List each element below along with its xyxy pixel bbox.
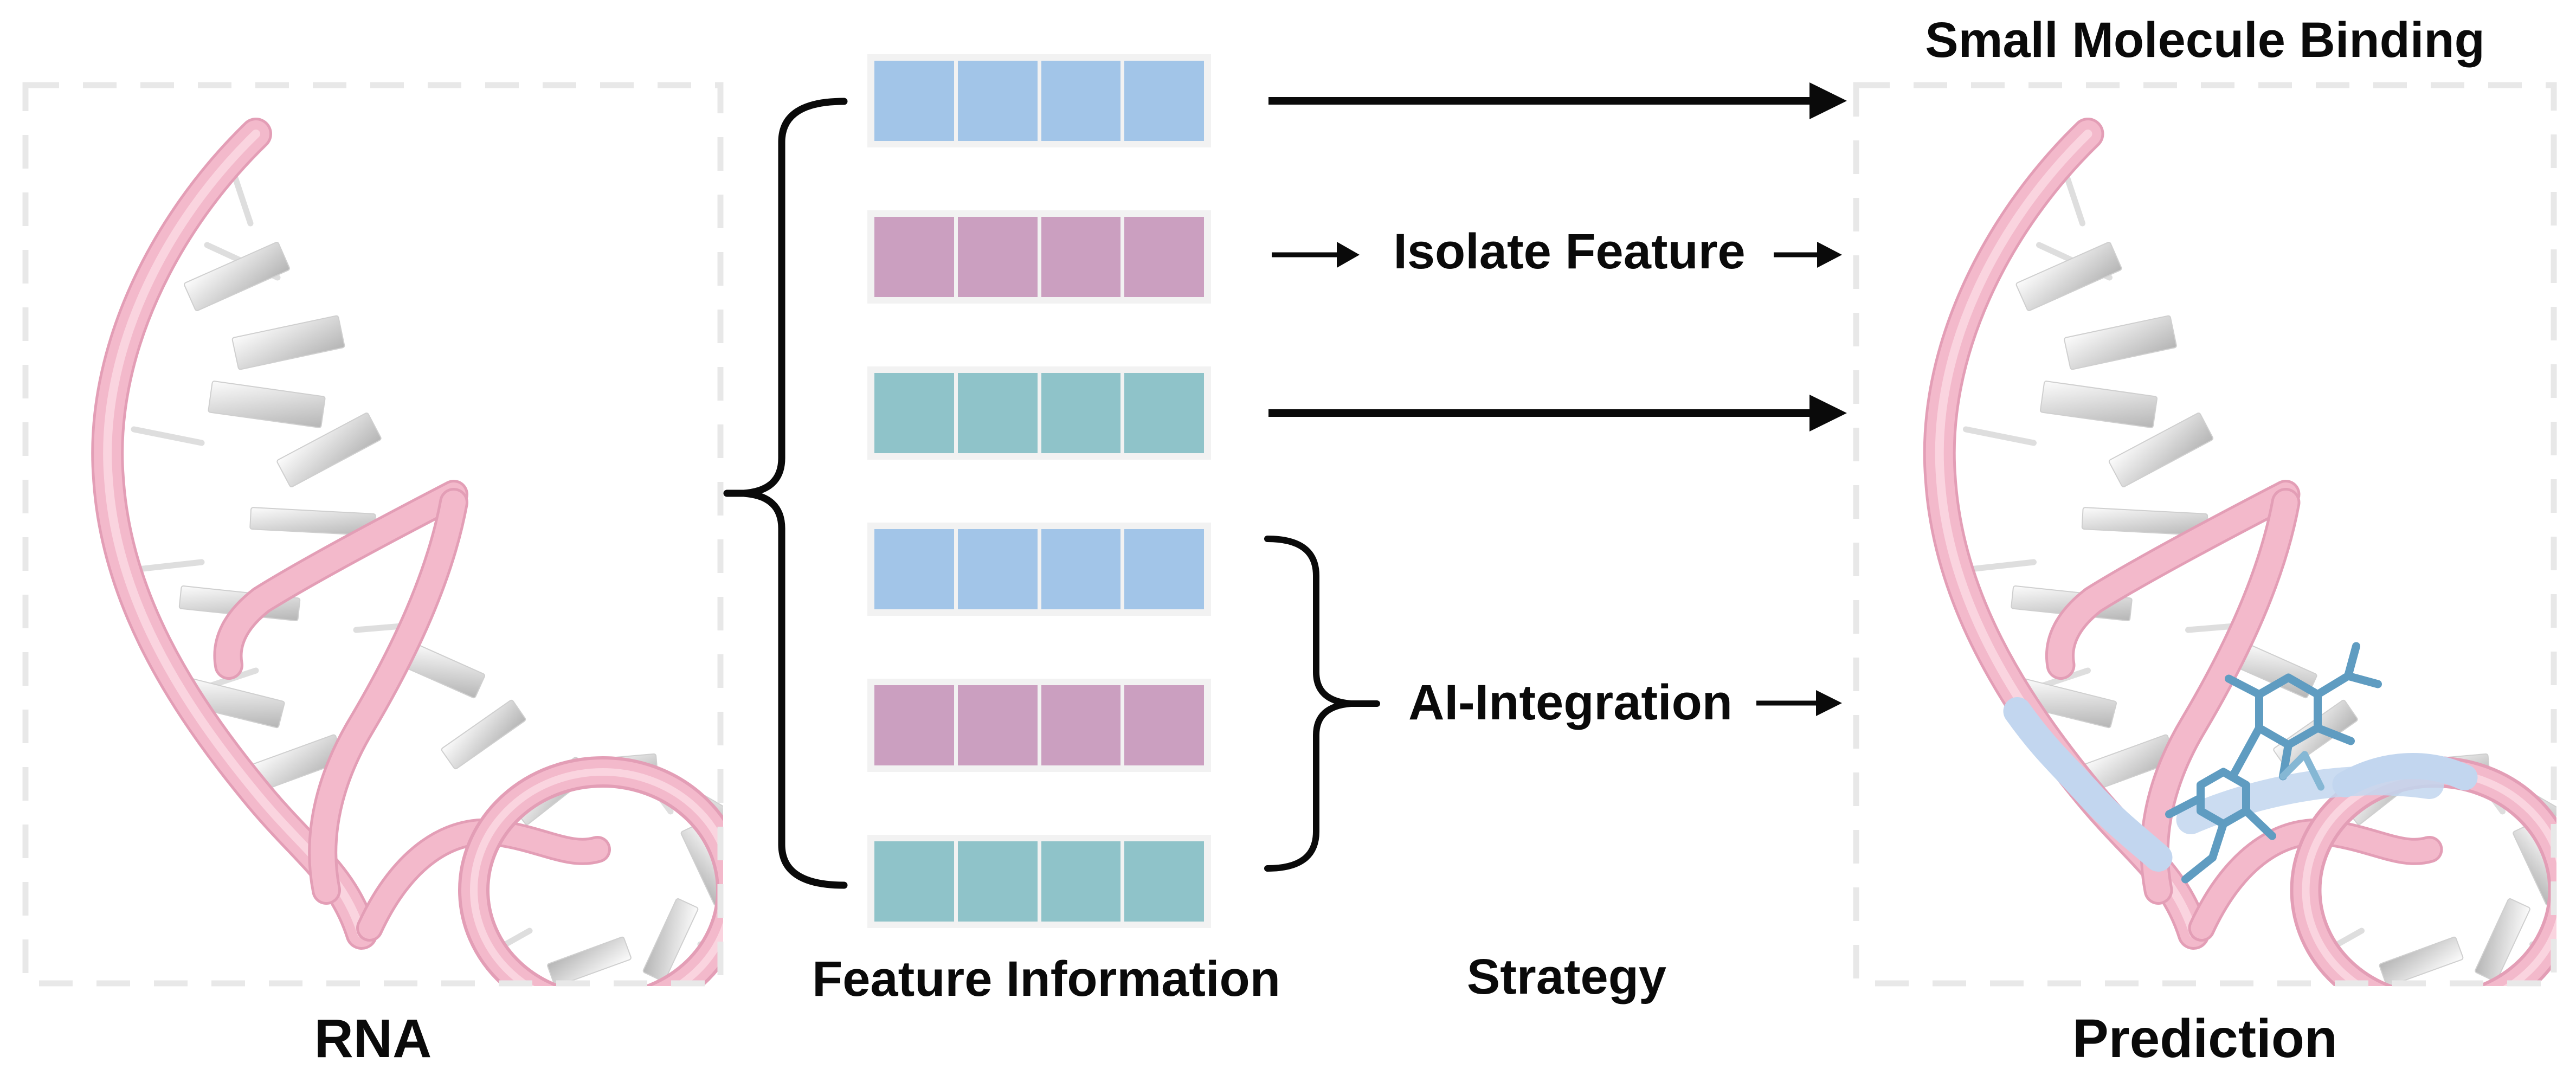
feature-cell bbox=[1041, 217, 1121, 297]
feature-cell bbox=[1124, 685, 1204, 765]
prediction-panel-caption: Prediction bbox=[2072, 1008, 2337, 1069]
feature-cell bbox=[957, 61, 1038, 141]
feature-cell bbox=[1124, 61, 1204, 141]
feature-cell bbox=[1124, 841, 1204, 922]
prediction-panel-dashed-border bbox=[1853, 82, 2557, 987]
rna-panel-caption: RNA bbox=[314, 1008, 432, 1069]
rna-panel-dashed-border bbox=[22, 82, 724, 987]
binding-site-ribbon bbox=[2003, 697, 2478, 872]
arrow-row1-to-prediction bbox=[1268, 82, 1847, 119]
feature-cell bbox=[1041, 685, 1121, 765]
feature-cell bbox=[874, 685, 954, 765]
prediction-structure-image bbox=[1853, 82, 2556, 986]
feature-cell bbox=[1041, 529, 1121, 609]
ligand-back-sticks bbox=[2279, 751, 2324, 791]
arrow-isolate-to-prediction bbox=[1774, 242, 1842, 268]
integration-group-brace bbox=[1264, 536, 1380, 872]
feature-row-3-teal bbox=[867, 366, 1211, 460]
feature-row-1-blue bbox=[867, 54, 1211, 147]
feature-row-6-teal bbox=[867, 835, 1211, 928]
arrow-row2-to-isolate bbox=[1272, 242, 1360, 268]
feature-group-brace bbox=[723, 98, 848, 889]
feature-cell bbox=[1041, 373, 1121, 453]
arrow-integration-to-prediction bbox=[1756, 690, 1842, 716]
ai-integration-label: AI-Integration bbox=[1408, 675, 1733, 730]
feature-cell bbox=[957, 373, 1038, 453]
feature-cell bbox=[874, 841, 954, 922]
feature-cell bbox=[1124, 529, 1204, 609]
feature-cell bbox=[874, 373, 954, 453]
feature-cell bbox=[957, 841, 1038, 922]
feature-cell bbox=[874, 217, 954, 297]
feature-cell bbox=[874, 529, 954, 609]
feature-rows bbox=[867, 54, 1211, 991]
feature-information-caption: Feature Information bbox=[812, 951, 1280, 1007]
feature-cell bbox=[874, 61, 954, 141]
feature-cell bbox=[1041, 841, 1121, 922]
isolate-feature-label: Isolate Feature bbox=[1393, 224, 1746, 279]
small-molecule-ligand bbox=[2165, 642, 2382, 884]
feature-row-5-mauve bbox=[867, 679, 1211, 772]
feature-cell bbox=[1124, 373, 1204, 453]
strategy-caption: Strategy bbox=[1466, 949, 1667, 1004]
feature-row-2-mauve bbox=[867, 210, 1211, 304]
feature-row-4-blue bbox=[867, 523, 1211, 616]
feature-cell bbox=[957, 685, 1038, 765]
feature-cell bbox=[1124, 217, 1204, 297]
panel-title-small-molecule-binding: Small Molecule Binding bbox=[1925, 12, 2485, 68]
feature-cell bbox=[957, 217, 1038, 297]
arrow-row3-to-prediction bbox=[1268, 395, 1847, 431]
feature-cell bbox=[1041, 61, 1121, 141]
feature-cell bbox=[957, 529, 1038, 609]
